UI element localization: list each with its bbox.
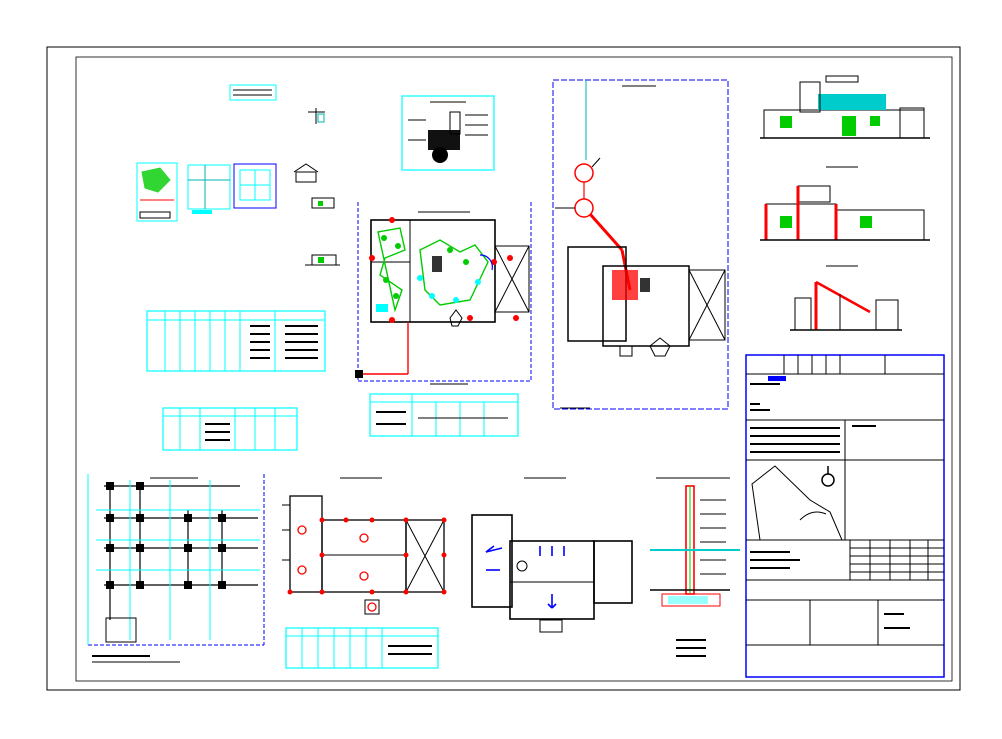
plumbing-plan: [552, 79, 729, 410]
schedule-table-1: [146, 310, 326, 372]
foundation-plan: [282, 477, 447, 615]
thumb-site-plan: [136, 162, 178, 222]
thumb-legend-block: [229, 84, 277, 101]
roof-plan: [471, 477, 633, 633]
thumb-elevation-small-2: [305, 254, 340, 266]
front-elevation: [760, 75, 930, 139]
section-a: [760, 166, 930, 241]
thumb-elevation-small: [293, 163, 335, 209]
section-b: [790, 265, 902, 331]
schedule-table-2: [162, 407, 298, 451]
structural-plan: [87, 474, 265, 663]
schedule-table-3: [369, 393, 519, 437]
thumb-detail-small: [308, 108, 325, 124]
title-block: [745, 354, 945, 678]
inner-frame: [75, 56, 953, 682]
thumb-plan-2: [187, 164, 231, 214]
detail-box-top: [401, 95, 495, 171]
thumb-plan-3: [233, 163, 277, 209]
electrical-plan: [355, 202, 532, 385]
outer-frame: [46, 46, 961, 691]
schedule-table-4: [285, 627, 439, 669]
wall-section-detail: [650, 477, 740, 657]
